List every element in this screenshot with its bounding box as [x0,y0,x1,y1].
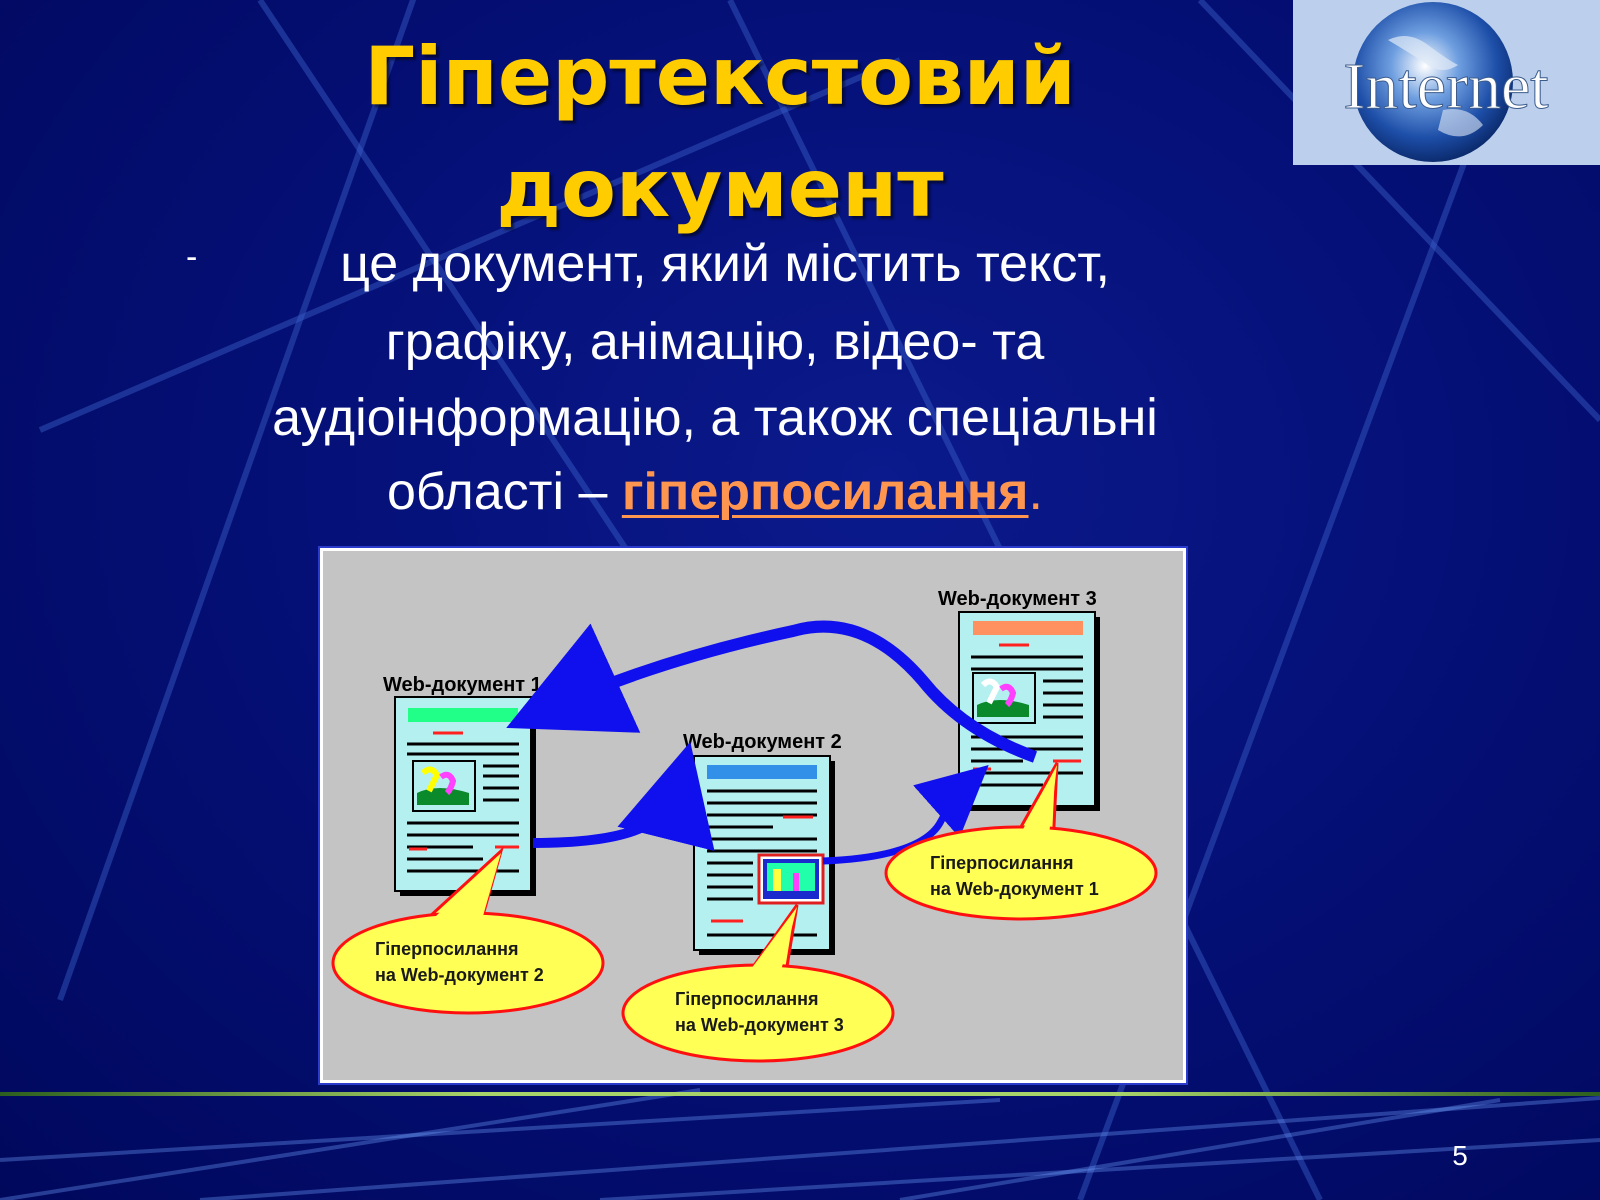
web-document-1: Web-документ 1 [383,674,542,896]
hyperlink-term[interactable]: гіперпосилання [621,463,1029,521]
arrow-doc3-to-doc1 [506,620,1038,763]
body-line-4: області – гіперпосилання. [150,462,1280,522]
footer-divider [0,1092,1600,1096]
slide-title-line-1: Гіпертекстовий [364,30,1076,123]
web-document-2-title: Web-документ 2 [683,731,842,753]
slide-title-line-2: документ [496,142,944,235]
body-line-3: аудіоінформацію, а також спеціальні [272,389,1158,447]
web-document-2: Web-документ 2 [683,731,842,955]
page-number: 5 [1452,1140,1468,1171]
logo-text: Internet [1343,50,1548,123]
body-line-4-prefix: області – [387,463,622,521]
hypertext-diagram: Web-документ 1 [318,546,1188,1085]
callout-2-line-2: на Web-документ 3 [675,1015,844,1035]
web-document-2-page [693,755,831,951]
web-document-3: Web-документ 3 [938,588,1100,811]
arrow-doc2-to-doc3 [822,765,989,865]
internet-logo: Internet [1293,0,1600,165]
callout-1: Гіперпосилання на Web-документ 2 [331,846,605,1015]
web-document-3-title: Web-документ 3 [938,588,1097,610]
body-line-1: це документ, який містить текст, [340,235,1110,293]
body-line-2: графіку, анімацію, відео- та [385,313,1045,371]
callout-1-line-2: на Web-документ 2 [375,965,544,985]
callout-2-line-1: Гіперпосилання [675,989,818,1009]
callout-3-line-1: Гіперпосилання [930,853,1073,873]
body-line-4-suffix: . [1028,463,1043,521]
callout-3-line-2: на Web-документ 1 [930,879,1099,899]
web-document-1-title: Web-документ 1 [383,674,542,696]
arrow-doc1-to-doc2 [532,741,715,852]
callout-3: Гіперпосилання на Web-документ 1 [884,762,1158,921]
callout-2: Гіперпосилання на Web-документ 3 [621,904,895,1063]
callout-1-line-1: Гіперпосилання [375,939,518,959]
bullet-marker: - [186,238,198,276]
hyperlink-arrows [506,620,1038,865]
